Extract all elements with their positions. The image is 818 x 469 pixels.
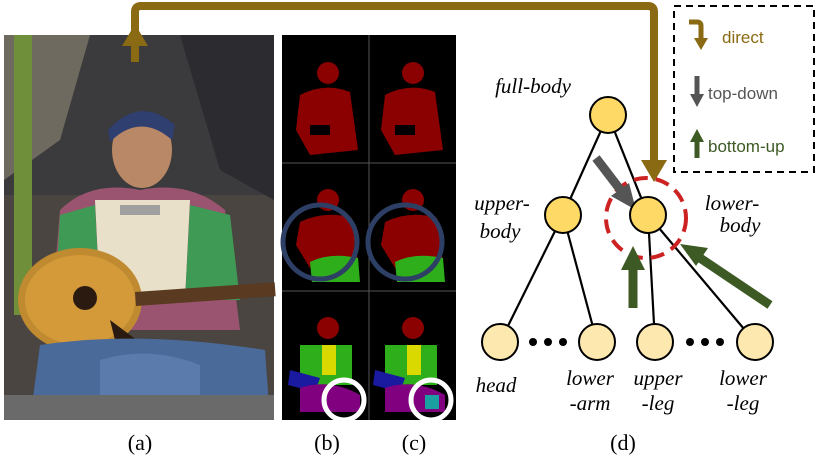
label-upper-body-1: upper-: [474, 191, 530, 215]
label-lower-body-2: body: [720, 213, 762, 237]
label-lower-leg-2: -leg: [727, 391, 760, 415]
node-lower-arm: [578, 323, 616, 361]
node-lower-leg: [736, 323, 774, 361]
seg-b-row2: [280, 189, 360, 282]
photo-panel: [4, 35, 276, 420]
bottom-up-arrow-right: [680, 244, 773, 309]
node-full-body: [589, 96, 627, 134]
legend-direct-label: direct: [722, 28, 764, 47]
lower-body-highlight: [604, 176, 688, 260]
seg-c-row2: [365, 189, 445, 282]
direct-arrow: [122, 1, 667, 182]
ellipsis-dots-leg: [686, 338, 724, 346]
panel-label-b: (b): [314, 430, 340, 455]
direct-legend-icon: [689, 19, 704, 40]
label-lower-arm-2: -arm: [570, 391, 611, 415]
label-upper-leg-2: -leg: [642, 391, 675, 415]
label-full-body: full-body: [495, 74, 571, 98]
legend: direct top-down bottom-up: [673, 5, 815, 173]
panel-label-a: (a): [128, 430, 152, 455]
label-lower-arm-1: lower: [566, 366, 615, 390]
seg-b-row3: [288, 317, 367, 423]
panel-label-c: (c): [402, 430, 426, 455]
top-down-arrow: [592, 155, 636, 210]
node-upper-body: [544, 196, 582, 234]
legend-bottom-up-label: bottom-up: [708, 137, 785, 156]
label-upper-leg-1: upper: [634, 366, 684, 390]
segmentation-grid: [280, 35, 456, 423]
label-lower-body-1: lower-: [705, 191, 759, 215]
tree-nodes: [481, 96, 774, 361]
label-upper-body-2: body: [480, 219, 522, 243]
panel-label-d: (d): [610, 430, 636, 455]
seg-c-row1: [381, 62, 443, 155]
legend-top-down-label: top-down: [708, 84, 778, 103]
node-lower-body: [629, 196, 667, 234]
seg-c-row3: [373, 317, 454, 423]
label-head: head: [476, 373, 517, 397]
node-upper-leg: [636, 323, 674, 361]
label-lower-leg-1: lower: [719, 366, 768, 390]
seg-b-row1: [296, 62, 358, 155]
node-head: [481, 323, 519, 361]
bottom-up-arrow-left: [621, 246, 645, 308]
ellipsis-dots-arm: [529, 338, 567, 346]
